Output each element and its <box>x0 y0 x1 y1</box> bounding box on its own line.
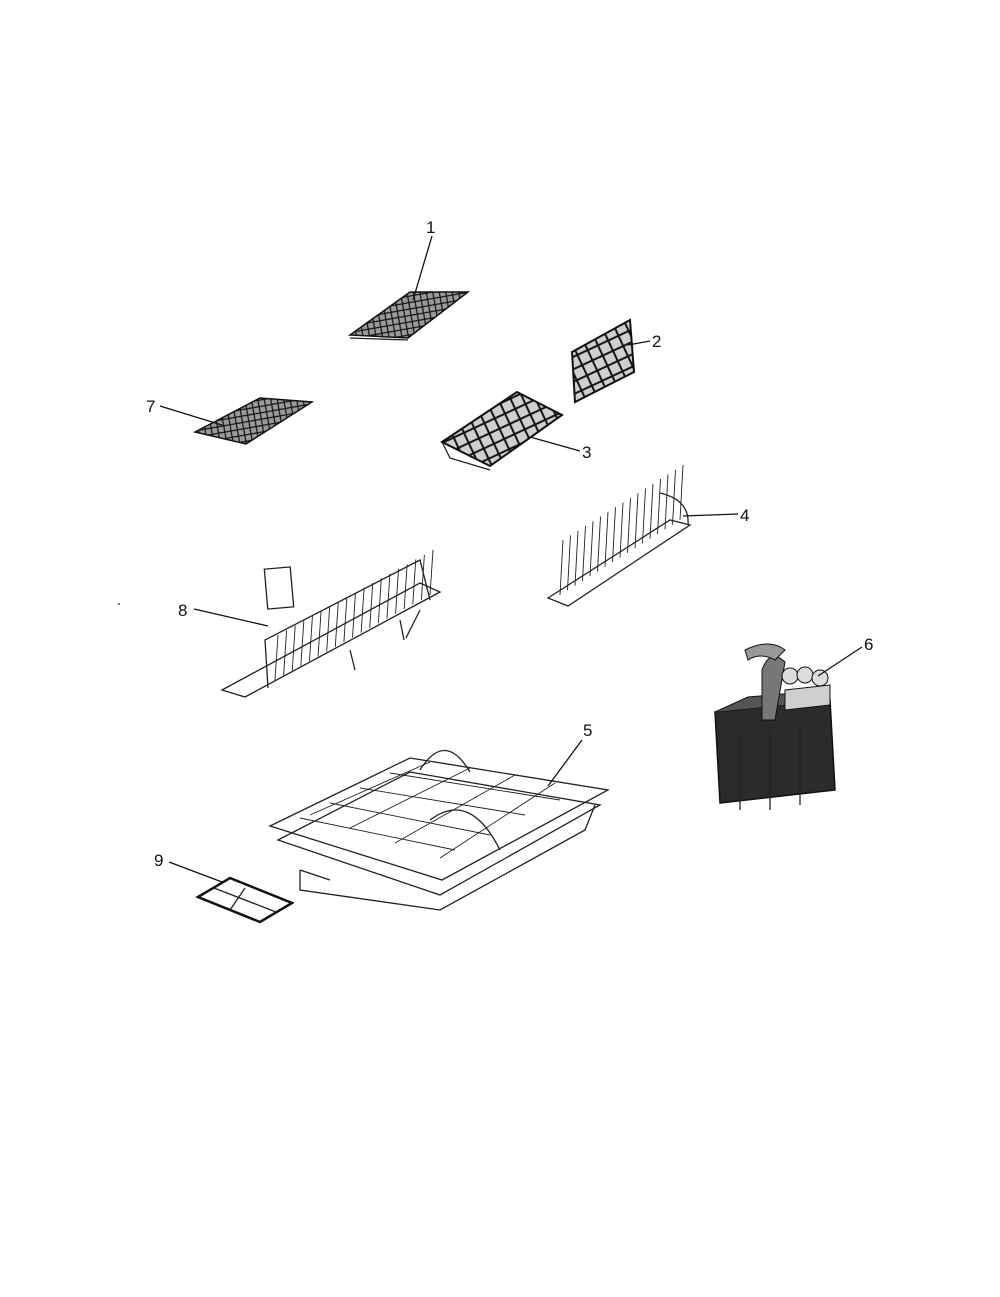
tine <box>657 479 661 535</box>
tine <box>377 578 382 624</box>
stray-dot <box>118 603 120 605</box>
tine <box>352 592 356 638</box>
tine <box>308 616 313 662</box>
tine <box>343 597 348 643</box>
tine <box>582 525 586 581</box>
tine <box>589 521 594 577</box>
part-1-shelf-insert <box>347 291 471 341</box>
svg-text:4: 4 <box>740 506 749 525</box>
svg-text:9: 9 <box>154 851 163 870</box>
svg-text:7: 7 <box>146 397 155 416</box>
tine <box>672 469 676 525</box>
svg-text:5: 5 <box>583 721 592 740</box>
tine <box>604 511 609 567</box>
tine <box>612 507 616 563</box>
svg-text:3: 3 <box>582 443 591 462</box>
part-7-small-grid <box>192 397 315 445</box>
callout-7: 7 <box>146 397 226 427</box>
callout-1: 1 <box>412 218 435 301</box>
callout-3: 3 <box>529 436 591 462</box>
part-2-grid-panel <box>570 318 636 404</box>
tine <box>334 601 339 647</box>
tine <box>317 611 322 657</box>
tine <box>360 587 365 633</box>
tine <box>679 464 684 521</box>
tine <box>634 493 639 549</box>
callout-8: 8 <box>178 601 269 627</box>
part-8-cup-shelf <box>220 549 442 698</box>
tine <box>642 488 646 544</box>
part-9-basket-lid <box>195 876 295 924</box>
tine <box>429 549 434 596</box>
tine <box>567 535 571 591</box>
callout-4: 4 <box>682 506 749 525</box>
part-5-lower-rack <box>268 749 610 911</box>
tine <box>326 606 331 652</box>
tine <box>300 620 305 666</box>
callout-9: 9 <box>154 851 223 883</box>
tine <box>369 583 374 629</box>
part-6-silverware-basket <box>714 643 836 810</box>
tine <box>283 630 288 676</box>
svg-text:6: 6 <box>864 635 873 654</box>
tine <box>291 625 296 671</box>
tine <box>597 516 601 572</box>
tine <box>403 564 408 610</box>
callout-6: 6 <box>817 635 873 677</box>
tine <box>559 539 564 596</box>
svg-text:2: 2 <box>652 332 661 351</box>
callout-5: 5 <box>547 721 592 787</box>
tine <box>412 559 417 605</box>
svg-text:8: 8 <box>178 601 187 620</box>
tine <box>274 634 279 681</box>
tine <box>649 483 654 539</box>
tine <box>420 554 425 600</box>
tine <box>395 568 400 614</box>
tine <box>619 502 624 558</box>
svg-text:1: 1 <box>426 218 435 237</box>
tine <box>627 497 631 553</box>
tine <box>574 530 579 586</box>
part-4-tine-row <box>546 464 692 607</box>
part-3-hinged-grid <box>440 390 564 471</box>
callout-2: 2 <box>627 332 661 351</box>
tine <box>664 474 669 530</box>
tine <box>386 573 391 619</box>
